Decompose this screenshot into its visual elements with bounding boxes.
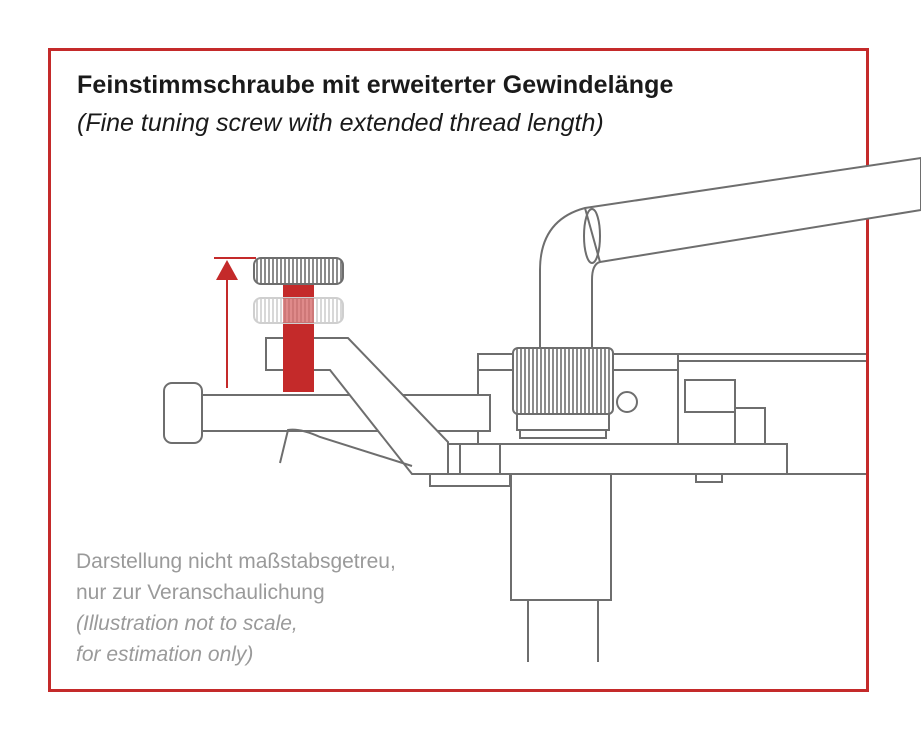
ghost-tuning-knob [253,297,344,324]
tonearm-tube [539,156,921,431]
lock-nut [512,347,638,439]
dimension-arrow [214,257,256,388]
diagram-title: Feinstimmschraube mit erweiterter Gewind… [77,71,674,99]
scale-note-line-3: (Illustration not to scale, [76,612,298,635]
illustration-frame [48,48,869,692]
diagram-subtitle: (Fine tuning screw with extended thread … [77,109,604,137]
headshell-bar [163,337,491,475]
scale-note-line-1: Darstellung nicht maßstabsgetreu, [76,550,396,573]
arm-base-plate [429,353,866,487]
fine-tuning-knob [253,257,344,285]
scale-note-line-2: nur zur Veranschaulichung [76,581,325,604]
arm-pillar [510,473,612,662]
scale-note-line-4: for estimation only) [76,643,254,666]
